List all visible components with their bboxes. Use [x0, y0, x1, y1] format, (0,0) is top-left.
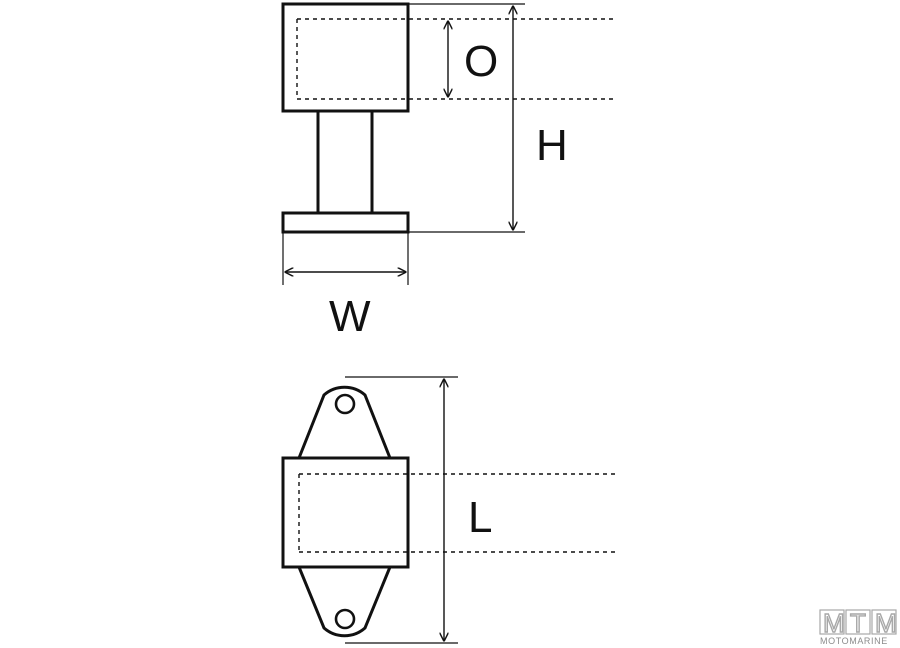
lower-mounting-hole [334, 608, 356, 630]
logo-letter-1: M [823, 608, 845, 638]
logo-letter-3: M [875, 608, 897, 638]
upper-flange-outline [297, 385, 392, 459]
logo-letter-2: T [850, 608, 866, 638]
motomarine-logo: M T M MOTOMARINE [819, 607, 897, 646]
center-box-outline [281, 456, 410, 569]
upper-mounting-hole [334, 393, 356, 415]
dimension-arrows-side [285, 6, 513, 272]
top-box-outline [281, 2, 410, 113]
side-view [281, 2, 410, 234]
logo-subtitle: MOTOMARINE [820, 636, 888, 646]
height-label: H [536, 121, 568, 170]
opening-dashed-side [296, 18, 615, 100]
opening-label: O [464, 37, 498, 86]
lower-flange-outline [297, 566, 392, 638]
extension-lines-top [345, 376, 458, 644]
extension-lines-side [282, 3, 525, 285]
top-view [281, 385, 410, 638]
length-label: L [468, 493, 492, 542]
opening-dashed-top [298, 473, 615, 553]
width-label: W [329, 292, 371, 341]
stem-outline [316, 109, 374, 215]
base-plate-outline [281, 211, 410, 234]
